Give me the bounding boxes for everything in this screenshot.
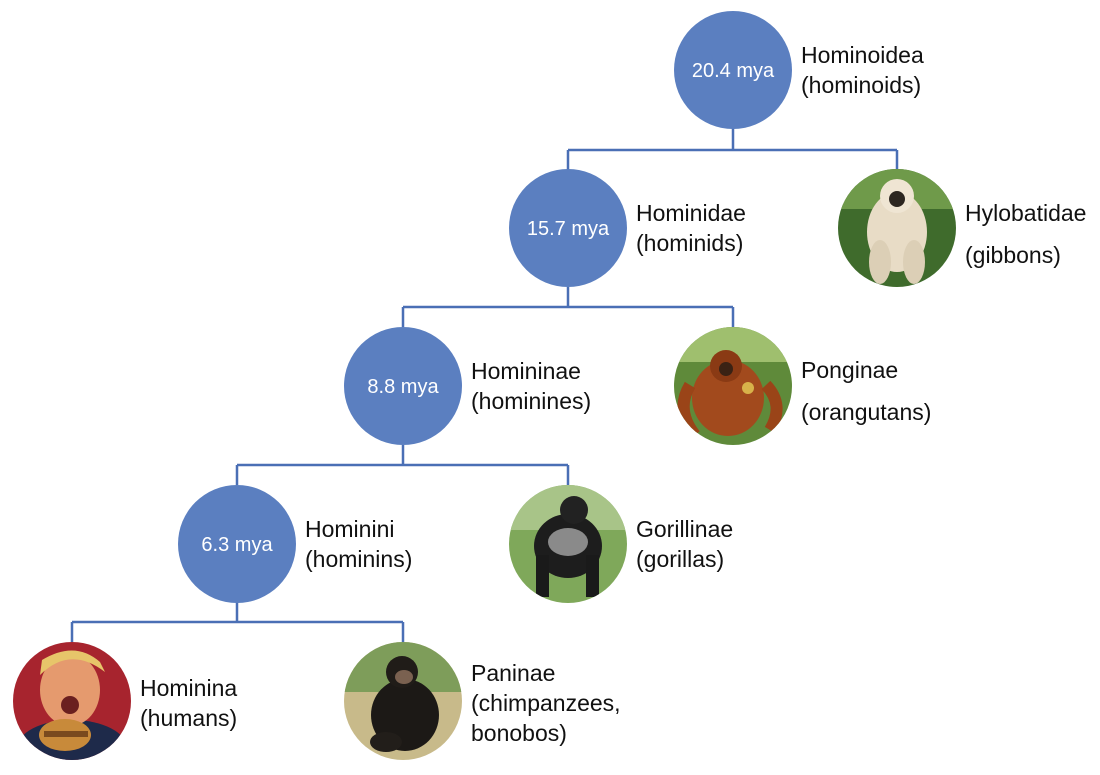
node-hominoidea: 20.4 mya	[674, 11, 792, 129]
node-homininae: 8.8 mya	[344, 327, 462, 445]
label-hominini-common: (hominins)	[305, 546, 413, 572]
node-age-hominoidea: 20.4 mya	[692, 60, 775, 82]
chimpanzee-photo	[344, 642, 462, 760]
label-hominidae: Hominidae (hominids)	[636, 198, 746, 258]
label-hominina: Hominina (humans)	[140, 673, 237, 733]
label-paninae-common-line2: bonobos)	[471, 720, 567, 746]
label-paninae-name: Paninae	[471, 660, 556, 686]
label-hominina-common: (humans)	[140, 705, 238, 731]
label-hominini: Hominini (hominins)	[305, 514, 412, 574]
gorilla-photo	[509, 485, 627, 603]
label-homininae: Homininae (hominines)	[471, 356, 591, 416]
label-homininae-name: Homininae	[471, 358, 581, 384]
label-hominidae-common: (hominids)	[636, 230, 744, 256]
node-age-hominini: 6.3 mya	[201, 534, 273, 556]
label-ponginae: Ponginae (orangutans)	[801, 349, 931, 433]
node-hominidae: 15.7 mya	[509, 169, 627, 287]
label-ponginae-common: (orangutans)	[801, 399, 932, 425]
label-hominoidea-name: Hominoidea	[801, 42, 924, 68]
label-hominina-name: Hominina	[140, 675, 238, 701]
orangutan-photo	[674, 327, 792, 445]
human-photo	[13, 642, 131, 760]
label-paninae-common-line1: (chimpanzees,	[471, 690, 621, 716]
label-ponginae-name: Ponginae	[801, 357, 899, 383]
label-paninae: Paninae (chimpanzees, bonobos)	[471, 658, 621, 748]
label-homininae-common: (hominines)	[471, 388, 592, 414]
label-hominoidea-common: (hominoids)	[801, 72, 922, 98]
label-gorillinae-name: Gorillinae	[636, 516, 734, 542]
label-hominini-name: Hominini	[305, 516, 395, 542]
label-hylobatidae: Hylobatidae (gibbons)	[965, 192, 1086, 276]
node-hominini: 6.3 mya	[178, 485, 296, 603]
gibbon-photo	[838, 169, 956, 287]
label-hylobatidae-common: (gibbons)	[965, 242, 1061, 268]
label-gorillinae: Gorillinae (gorillas)	[636, 514, 733, 574]
node-age-homininae: 8.8 mya	[367, 376, 439, 398]
label-hominoidea: Hominoidea (hominoids)	[801, 40, 924, 100]
label-hylobatidae-name: Hylobatidae	[965, 200, 1087, 226]
connector-lines	[70, 128, 899, 642]
label-gorillinae-common: (gorillas)	[636, 546, 725, 572]
label-hominidae-name: Hominidae	[636, 200, 746, 226]
node-age-hominidae: 15.7 mya	[527, 218, 610, 240]
